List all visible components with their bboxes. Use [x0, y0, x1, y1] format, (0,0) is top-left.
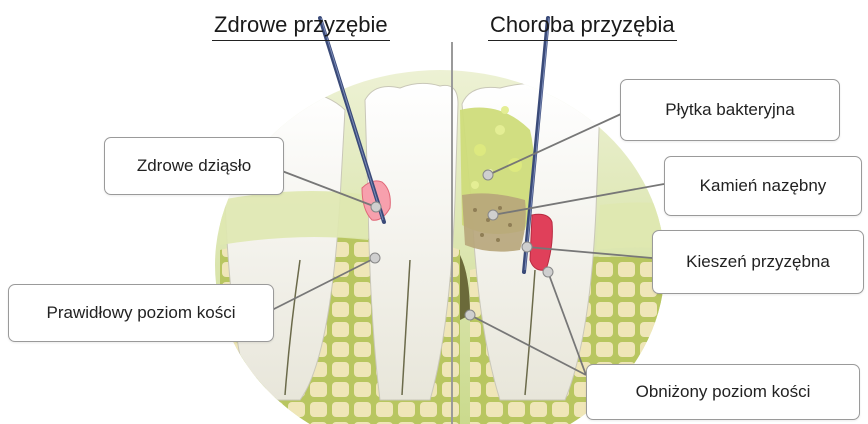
gum-left: [220, 191, 368, 245]
label-bone-loss: Obniżony poziom kości: [586, 364, 860, 420]
label-tartar: Kamień nazębny: [664, 156, 862, 216]
label-normal-bone: Prawidłowy poziom kości: [8, 284, 274, 342]
label-plaque: Płytka bakteryjna: [620, 79, 840, 141]
heading-healthy: Zdrowe przyzębie: [212, 12, 390, 41]
tartar-area: [462, 193, 526, 251]
label-pocket: Kieszeń przyzębna: [652, 230, 864, 294]
label-healthy-gum: Zdrowe dziąsło: [104, 137, 284, 195]
heading-disease: Choroba przyzębia: [488, 12, 677, 41]
